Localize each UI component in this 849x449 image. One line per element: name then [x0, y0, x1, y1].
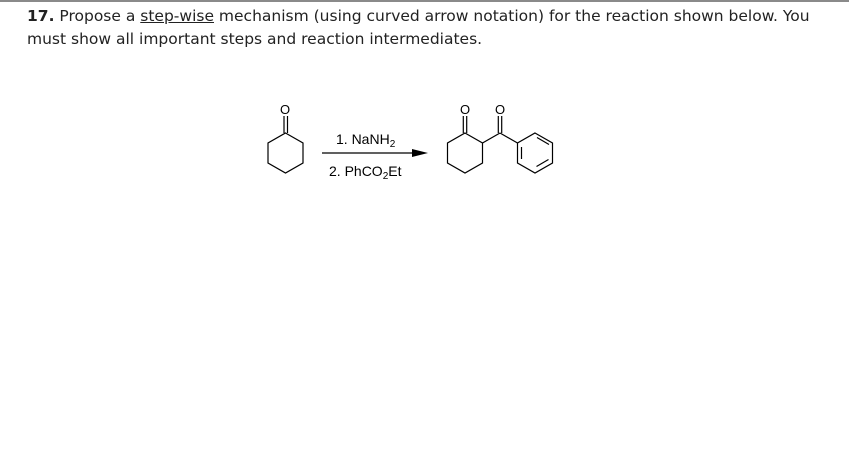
product-ketone-oxygen-label: O	[460, 102, 471, 117]
reagent-step-1: 1. NaNH2	[336, 131, 396, 150]
reagent-2-prefix: 2. PhCO	[329, 163, 383, 179]
reaction-arrow	[322, 149, 428, 157]
product-phenyl-ring	[516, 132, 554, 174]
reagent-step-2: 2. PhCO2Et	[329, 163, 402, 182]
reactant-cyclohexanone	[267, 116, 304, 174]
reagent-2-suffix: Et	[388, 163, 402, 179]
phenyl-inner-bond-1	[536, 136, 550, 146]
reactant-oxygen-label: O	[280, 102, 291, 117]
product-benzoylcyclohexanone	[446, 116, 554, 174]
reagent-2-subscript: 2	[382, 171, 389, 182]
phenyl-inner-bond-2	[536, 158, 549, 168]
product-phenyl-bond	[499, 132, 518, 144]
reagent-1-prefix: 1. NaNH	[336, 131, 390, 147]
product-benzoyl-oxygen-label: O	[495, 102, 506, 117]
question-text-before: Propose a	[54, 7, 141, 25]
reactant-ring	[267, 132, 304, 174]
question-text: 17. Propose a step-wise mechanism (using…	[27, 5, 827, 51]
product-acyl-bond	[482, 132, 501, 144]
question-number: 17.	[27, 7, 55, 25]
product-cyclohexane-ring	[446, 132, 484, 174]
top-rule	[0, 0, 849, 2]
question-emphasis: step-wise	[140, 7, 214, 25]
question-text-after: mechanism (using curved arrow notation) …	[27, 7, 810, 48]
reagent-1-subscript: 2	[389, 139, 396, 150]
